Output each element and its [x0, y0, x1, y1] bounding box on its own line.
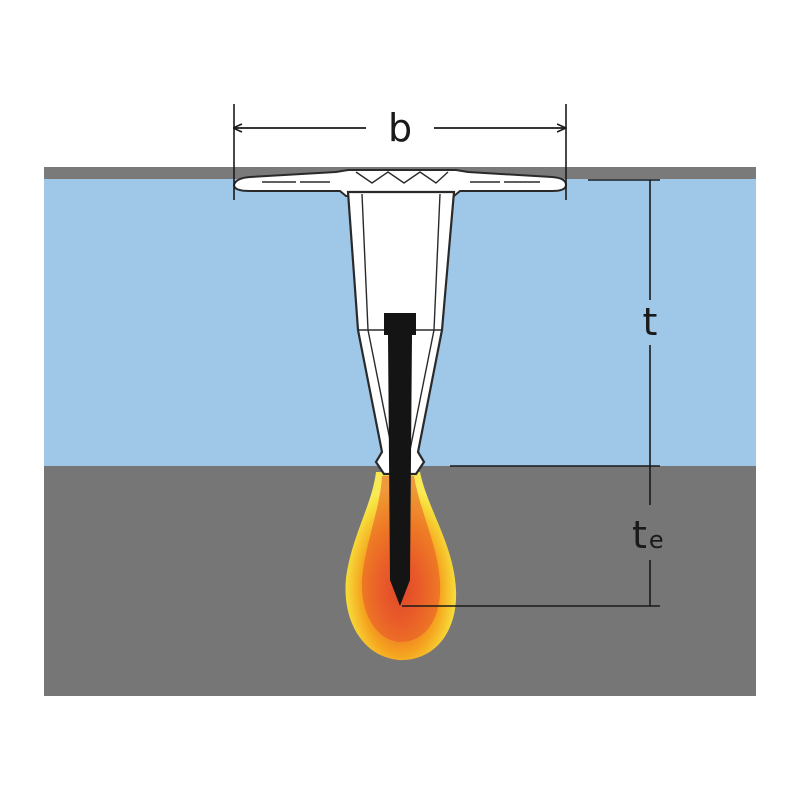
- width-label: b: [388, 106, 412, 150]
- screw-head: [384, 313, 416, 335]
- embedment-depth-main: t: [632, 513, 647, 557]
- insulation-thickness-label: t: [643, 300, 658, 344]
- insulation-fastener-icon: [232, 169, 568, 606]
- thickness-dimension: t te: [402, 179, 664, 607]
- screw-shaft: [388, 335, 412, 606]
- embedment-depth-label: te: [632, 513, 664, 557]
- embedment-depth-subscript: e: [649, 526, 664, 554]
- width-dimension: b: [234, 104, 566, 200]
